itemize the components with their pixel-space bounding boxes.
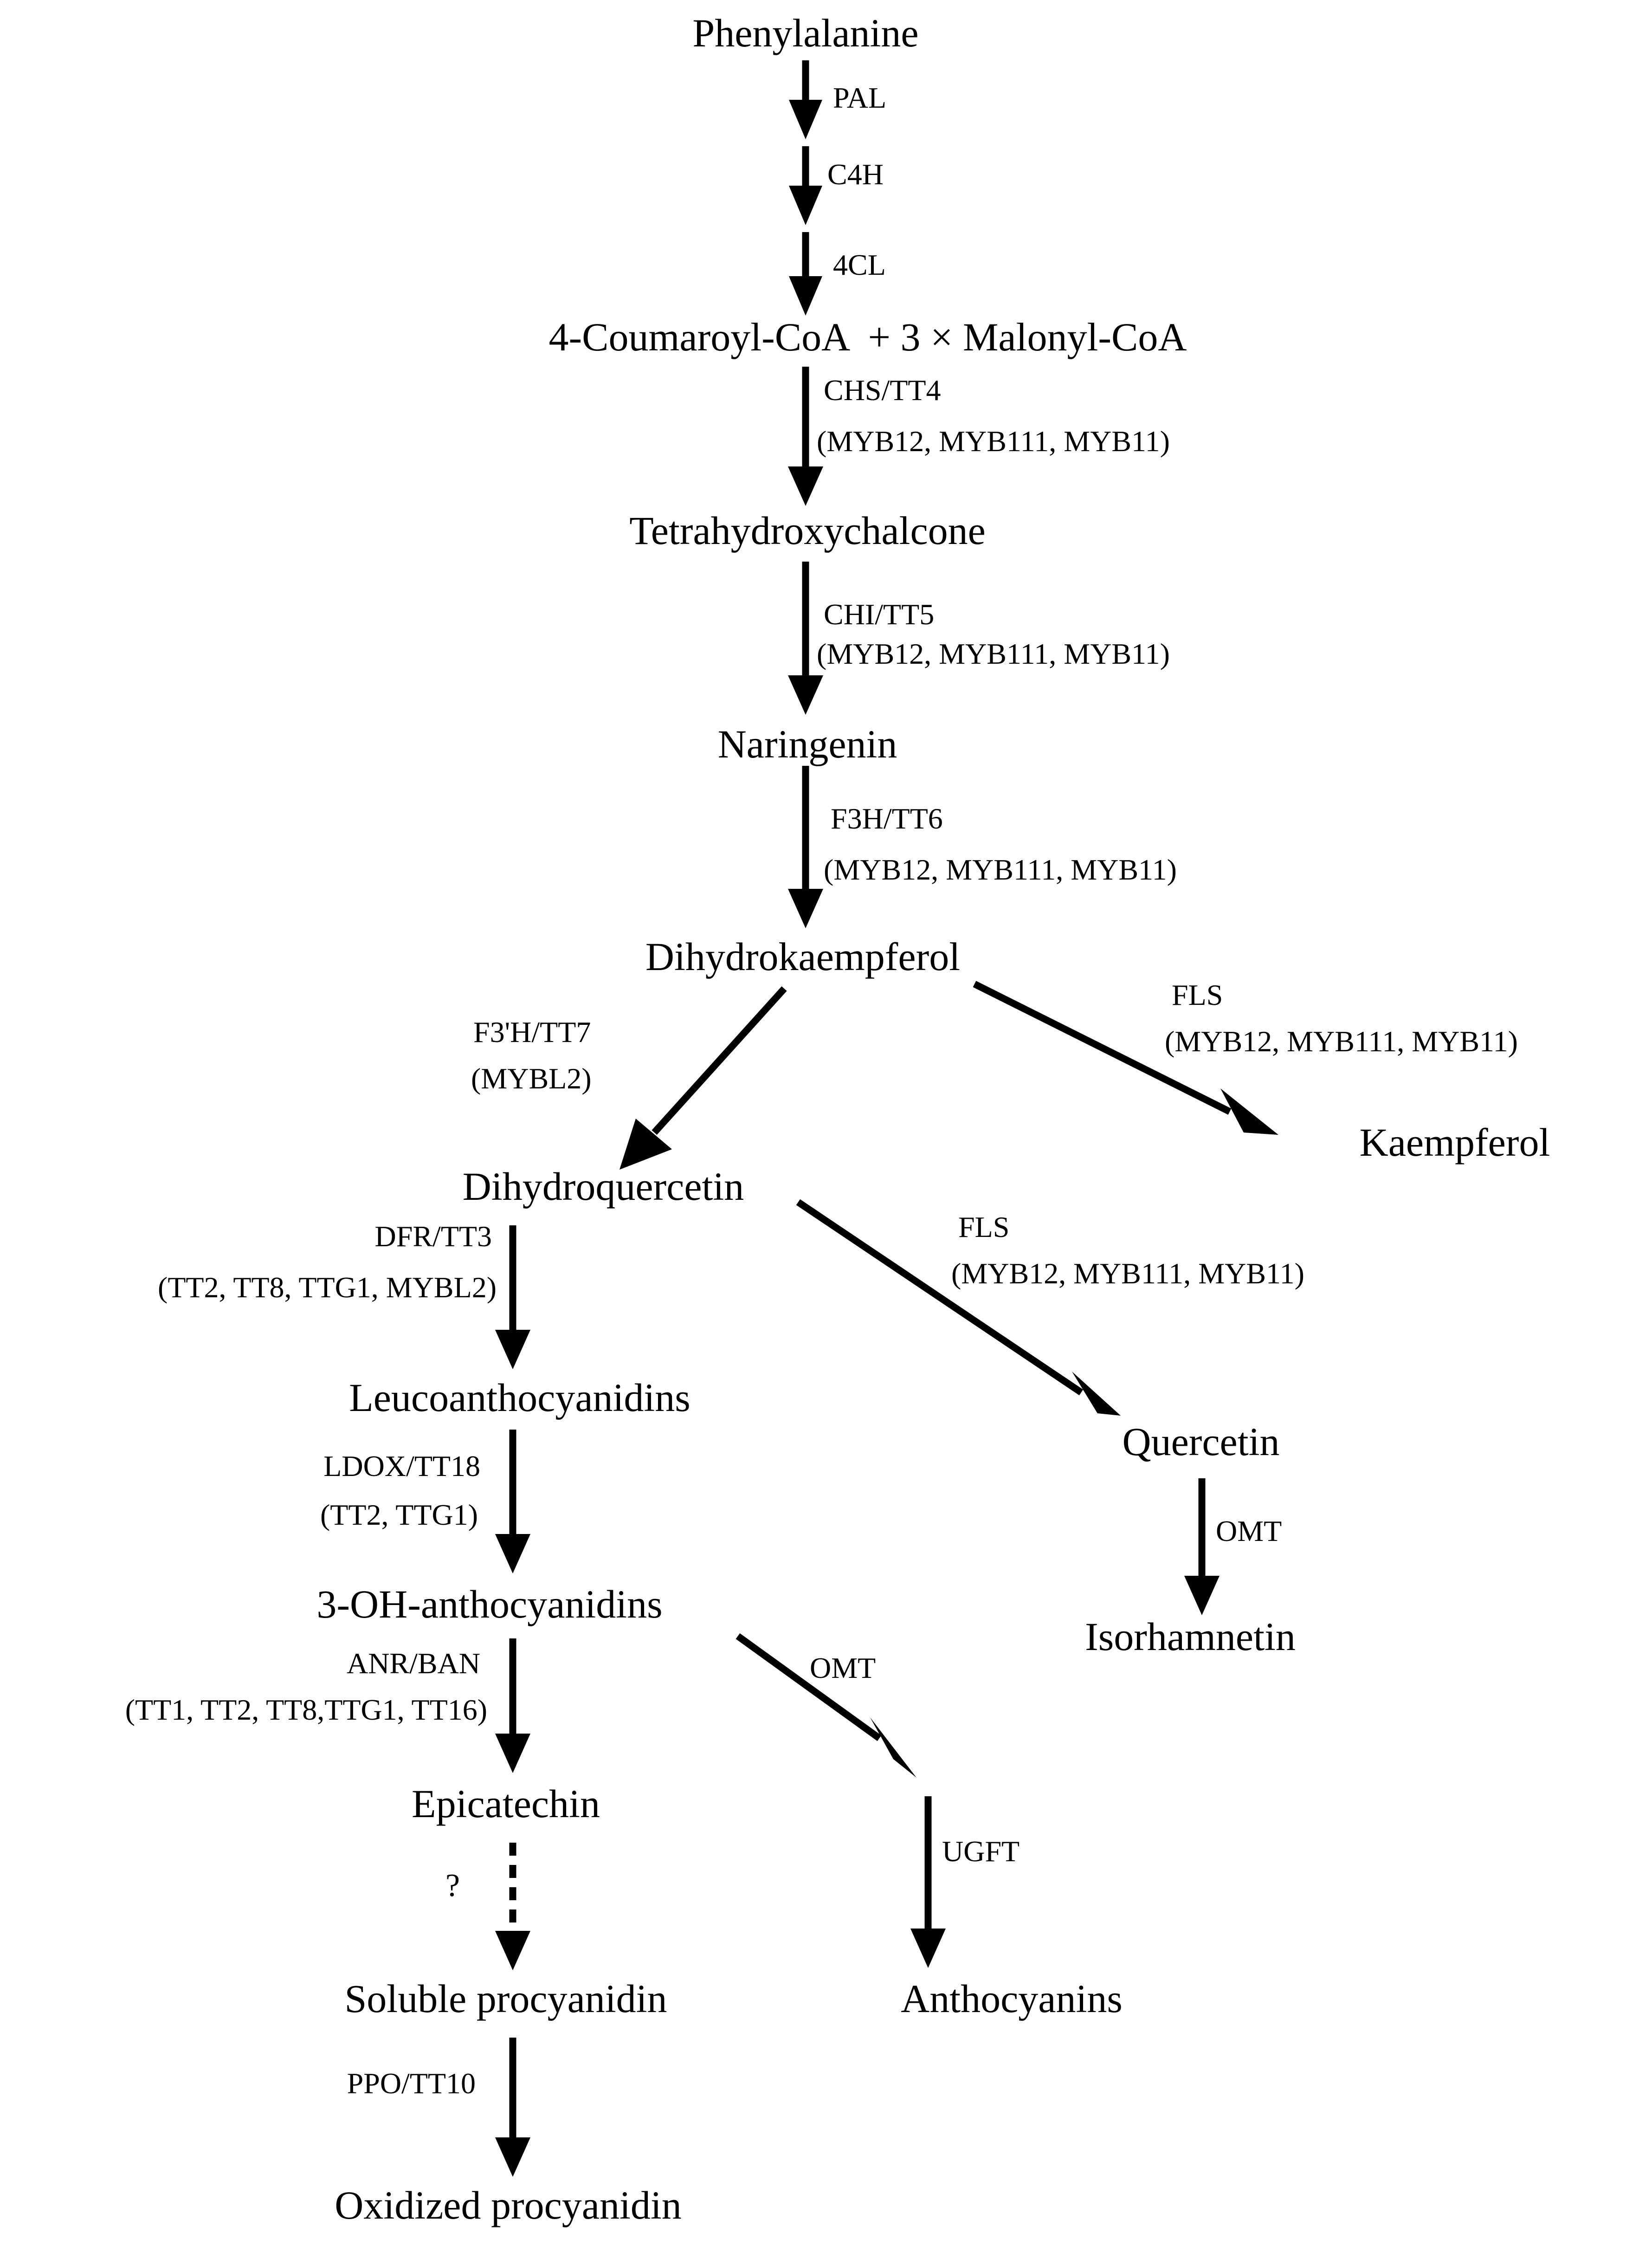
label-f3ph-regulators: (MYBL2) [471,1062,592,1095]
arrow-chi-head [788,675,823,715]
label-f3h-regulators: (MYB12, MYB111, MYB11) [824,853,1177,886]
node-tetrahydroxychalcone: Tetrahydroxychalcone [629,508,986,553]
node-leucoanthocyanidins: Leucoanthocyanidins [349,1375,690,1420]
arrow-ldox-head [495,1534,530,1573]
label-omt-isorhamnetin: OMT [1216,1515,1282,1547]
label-anr-regulators: (TT1, TT2, TT8,TTG1, TT16) [125,1693,487,1726]
arrow-fls-quercetin [796,1199,1084,1396]
label-fls-quercetin-regulators: (MYB12, MYB111, MYB11) [951,1257,1304,1290]
arrow-chs-head [788,466,823,506]
node-isorhamnetin: Isorhamnetin [1085,1614,1296,1659]
arrow-omt-isorhamnetin-head [1184,1576,1220,1615]
label-chi-enzyme: CHI/TT5 [824,598,934,631]
label-chi-regulators: (MYB12, MYB111, MYB11) [817,637,1170,670]
node-dihydrokaempferol: Dihydrokaempferol [645,934,960,979]
label-4cl: 4CL [833,248,886,281]
arrow-f3h-head [788,889,823,928]
arrow-unknown-head [495,1931,530,1970]
label-fls-kaempferol-regulators: (MYB12, MYB111, MYB11) [1165,1025,1518,1058]
label-ldox-regulators: (TT2, TTG1) [320,1498,478,1531]
arrow-c4h-head [789,186,822,225]
label-dfr-regulators: (TT2, TT8, TTG1, MYBL2) [158,1271,497,1304]
arrow-fls-quercetin-head [1072,1372,1121,1416]
node-kaempferol: Kaempferol [1360,1120,1550,1165]
label-omt-anthocyanin: OMT [810,1651,876,1684]
label-f3ph-enzyme: F3'H/TT7 [473,1016,591,1049]
arrow-fls-kaempferol-head [1220,1088,1278,1135]
arrow-omt-anthocyanin-head [870,1717,916,1778]
node-naringenin: Naringenin [718,722,897,766]
arrow-ugft-head [910,1929,946,1968]
node-anthocyanins: Anthocyanins [901,1976,1123,2021]
node-phenylalanine: Phenylalanine [692,11,918,55]
node-quercetin: Quercetin [1122,1419,1279,1464]
arrow-pal-head [789,100,822,139]
arrow-omt-anthocyanin [736,1633,882,1741]
label-pal: PAL [833,81,886,114]
node-soluble-procyanidin: Soluble procyanidin [344,1976,667,2021]
node-oxidized-procyanidin: Oxidized procyanidin [335,2183,682,2227]
node-epicatechin: Epicatechin [412,1781,600,1826]
label-ldox-enzyme: LDOX/TT18 [323,1450,480,1482]
label-unknown-step: ? [445,1868,460,1903]
node-dihydroquercetin: Dihydroquercetin [463,1164,744,1209]
label-ugft: UGFT [942,1835,1020,1868]
arrow-fls-kaempferol [973,981,1232,1115]
label-chs-regulators: (MYB12, MYB111, MYB11) [817,425,1170,458]
node-3-oh-anthocyanidins: 3-OH-anthocyanidins [316,1582,662,1626]
label-fls-kaempferol-enzyme: FLS [1172,978,1223,1011]
label-dfr-enzyme: DFR/TT3 [375,1220,492,1253]
arrow-anr-head [495,1734,530,1773]
arrow-dfr-head [495,1330,530,1369]
label-c4h: C4H [827,158,884,191]
label-f3h-enzyme: F3H/TT6 [831,802,943,835]
arrow-f3ph [652,986,787,1135]
node-coumaroyl-malonyl-coa: 4-Coumaroyl-CoA + 3 × Malonyl-CoA [549,315,1187,359]
arrow-4cl-head [789,276,822,316]
arrow-ppo-head [495,2137,530,2177]
label-ppo: PPO/TT10 [347,2067,476,2100]
label-chs-enzyme: CHS/TT4 [824,374,941,407]
label-anr-enzyme: ANR/BAN [347,1647,480,1680]
arrow-f3ph-head [620,1119,672,1170]
label-fls-quercetin-enzyme: FLS [958,1210,1009,1243]
